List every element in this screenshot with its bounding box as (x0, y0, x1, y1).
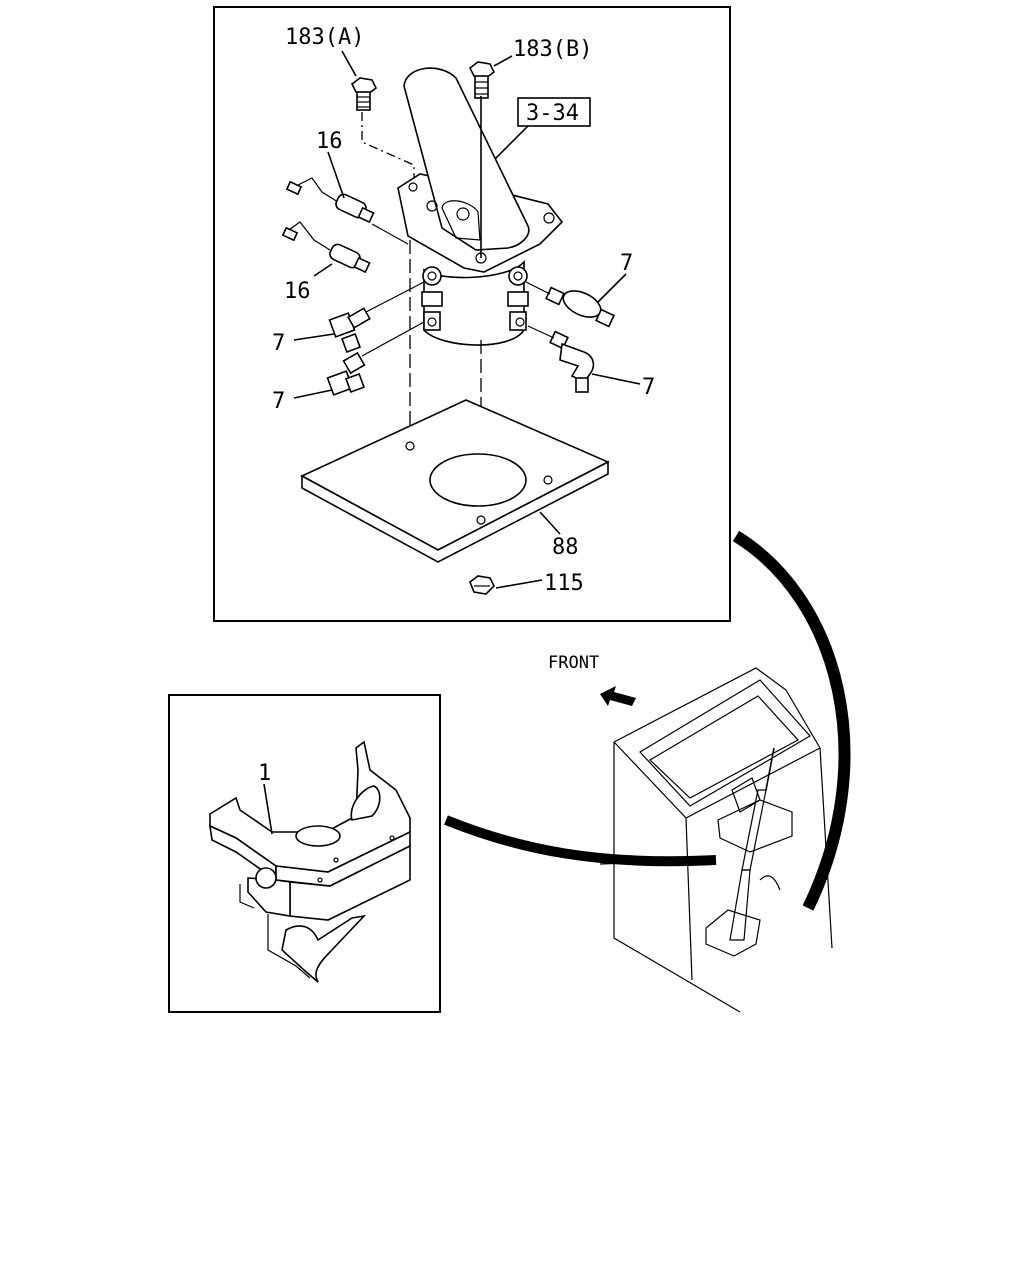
fitting-right-lower-icon (549, 330, 595, 393)
lever-assembly (397, 67, 564, 346)
label-bracket: 1 (258, 761, 271, 786)
label-nut: 115 (544, 571, 584, 596)
label-ref-box: 3-34 (526, 101, 579, 126)
fitting-right-upper-icon (545, 286, 615, 328)
fitting-left-lower-icon (326, 351, 366, 396)
fitting-left-upper-icon (328, 307, 371, 353)
pressure-switch-upper-icon (285, 177, 375, 224)
bolt-183a-icon (350, 77, 378, 111)
label-fitting-right-lower: 7 (642, 375, 655, 400)
front-arrow-icon (600, 686, 636, 706)
bracket-icon (209, 740, 411, 983)
cab-sketch (613, 667, 833, 1013)
detail-panel-top (213, 6, 731, 622)
pressure-switch-lower-icon (281, 221, 371, 274)
label-front: FRONT (548, 653, 599, 673)
mounting-plate-icon (300, 399, 610, 563)
label-bolt-183a: 183(A) (285, 25, 364, 50)
label-bolt-183b: 183(B) (513, 37, 592, 62)
callout-arc-left (444, 815, 717, 867)
label-switch-upper: 16 (316, 129, 343, 154)
label-plate: 88 (552, 535, 579, 560)
ref-box (517, 97, 591, 127)
detail-panel-bracket (168, 694, 441, 1013)
label-fitting-right-upper: 7 (620, 251, 633, 276)
label-fitting-left-upper: 7 (272, 331, 285, 356)
nut-115-icon (469, 575, 495, 595)
callout-arc-right (732, 530, 851, 911)
label-fitting-left-lower: 7 (272, 389, 285, 414)
bolt-183b-icon (468, 61, 496, 99)
label-switch-lower: 16 (284, 279, 311, 304)
